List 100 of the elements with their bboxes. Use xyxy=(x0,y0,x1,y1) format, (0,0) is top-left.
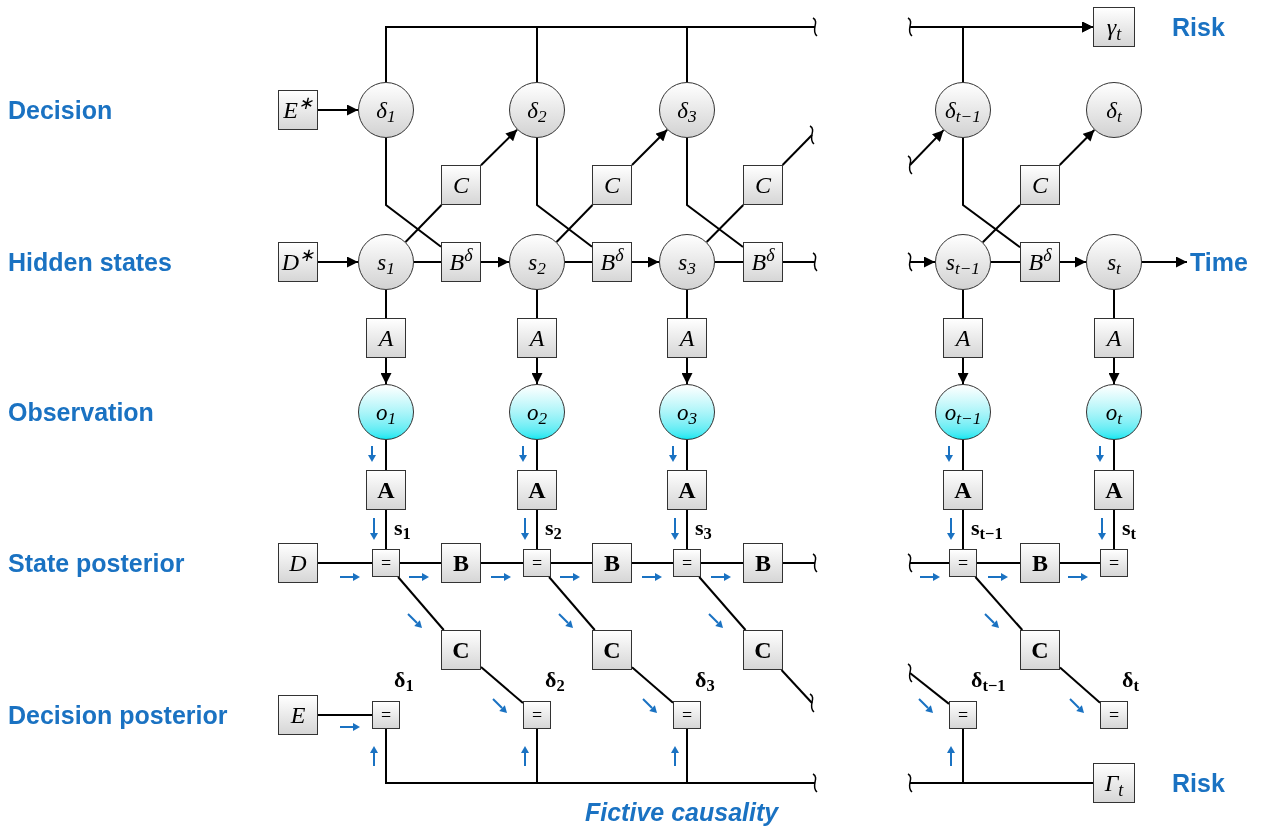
math-label: Time xyxy=(1190,249,1248,275)
connector-line xyxy=(780,669,813,704)
variable-label: δ$_{t}$ xyxy=(1122,669,1139,691)
math-label: = xyxy=(957,554,969,572)
connector-line xyxy=(399,562,442,564)
arrow xyxy=(480,256,510,268)
connector-line xyxy=(782,261,816,263)
side-label: Risk xyxy=(1172,768,1225,798)
connector-line xyxy=(698,576,747,631)
math-label: s$_{1}$ xyxy=(377,250,395,274)
math-label: B xyxy=(755,551,771,575)
equality-node xyxy=(673,549,701,577)
variable-label: s$_{2}$ xyxy=(545,517,562,539)
factor-box xyxy=(1020,165,1060,205)
arrow xyxy=(1108,357,1120,385)
connector-line xyxy=(413,261,442,263)
variable-label: s$_{1}$ xyxy=(394,517,411,539)
factor-box xyxy=(592,630,632,670)
connector-line xyxy=(990,261,1021,263)
arrow xyxy=(1059,256,1087,268)
math-label: C xyxy=(1031,638,1049,662)
factor-box xyxy=(1020,630,1060,670)
factor-box xyxy=(278,242,318,282)
connector-line xyxy=(781,134,813,166)
math-label: E$^{∗}$ xyxy=(283,98,313,122)
math-label: = xyxy=(957,706,969,724)
arrow xyxy=(909,129,945,166)
connector-line xyxy=(686,509,688,550)
connector-line xyxy=(714,261,744,263)
math-label: C xyxy=(754,638,772,662)
arrow xyxy=(317,256,359,268)
connector-line xyxy=(700,562,744,564)
connector-line xyxy=(962,137,1021,249)
math-label: A xyxy=(679,326,695,350)
math-label: = xyxy=(531,554,543,572)
connector-line xyxy=(536,137,593,248)
connector-line xyxy=(385,439,387,471)
variable-label: δ$_{2}$ xyxy=(545,669,565,691)
arrow xyxy=(1058,128,1096,166)
row-label: Decision xyxy=(8,95,113,125)
connector-line xyxy=(1113,439,1115,471)
equality-node xyxy=(949,549,977,577)
factor-box xyxy=(278,90,318,130)
factor-box xyxy=(743,630,783,670)
math-label: A xyxy=(1106,326,1122,350)
equality-node xyxy=(523,701,551,729)
math-label: C xyxy=(452,638,470,662)
factor-box xyxy=(278,543,318,583)
variable-label: δ$_{1}$ xyxy=(394,669,414,691)
arrow xyxy=(480,128,519,167)
math-label: E xyxy=(290,703,306,727)
factor-box xyxy=(1094,470,1134,510)
math-label: = xyxy=(1108,554,1120,572)
variable-label: s$_{t}$ xyxy=(1122,517,1137,539)
connector-line xyxy=(962,289,964,319)
equality-node xyxy=(1100,701,1128,729)
connector-line xyxy=(909,672,950,705)
math-label: C xyxy=(1032,173,1048,197)
connector-line xyxy=(962,439,964,471)
connector-line xyxy=(385,137,442,248)
connector-line xyxy=(976,562,1021,564)
math-label: A xyxy=(1105,478,1123,502)
math-label: = xyxy=(380,554,392,572)
math-label: = xyxy=(1108,706,1120,724)
connector-line xyxy=(705,204,745,244)
math-label: A xyxy=(528,478,546,502)
math-label: s$_{2}$ xyxy=(528,250,546,274)
connector-line xyxy=(385,289,387,319)
factor-box xyxy=(592,543,632,583)
factor-box xyxy=(441,543,481,583)
connector-line xyxy=(1059,666,1101,704)
connector-line xyxy=(686,137,744,248)
factor-box xyxy=(592,242,632,282)
math-label: o$_{2}$ xyxy=(526,400,548,424)
connector-line xyxy=(782,562,816,564)
factor-box xyxy=(743,165,783,205)
row-label: Hidden states xyxy=(8,247,172,277)
factor-box xyxy=(517,470,557,510)
connector-line xyxy=(1113,289,1115,319)
arrow xyxy=(1141,256,1188,268)
math-label: B xyxy=(1032,551,1048,575)
factor-box xyxy=(278,695,318,735)
math-label: A xyxy=(377,478,395,502)
arrow xyxy=(631,128,669,166)
factor-box xyxy=(441,242,481,282)
factor-box xyxy=(441,630,481,670)
math-label: B xyxy=(453,551,469,575)
arrow xyxy=(380,357,392,385)
math-label: B$^{δ}$ xyxy=(600,250,624,274)
math-label: B$^{δ}$ xyxy=(1028,250,1052,274)
row-label: Decision posterior xyxy=(8,700,228,730)
arrow xyxy=(909,256,936,268)
equality-node xyxy=(523,549,551,577)
connector-line xyxy=(962,509,964,550)
math-label: δ$_{t−1}$ xyxy=(945,98,981,122)
arrow xyxy=(531,357,543,385)
connector-line xyxy=(1113,509,1115,550)
row-label: Observation xyxy=(8,397,154,427)
math-label: D xyxy=(289,551,307,575)
math-label: C xyxy=(453,173,469,197)
